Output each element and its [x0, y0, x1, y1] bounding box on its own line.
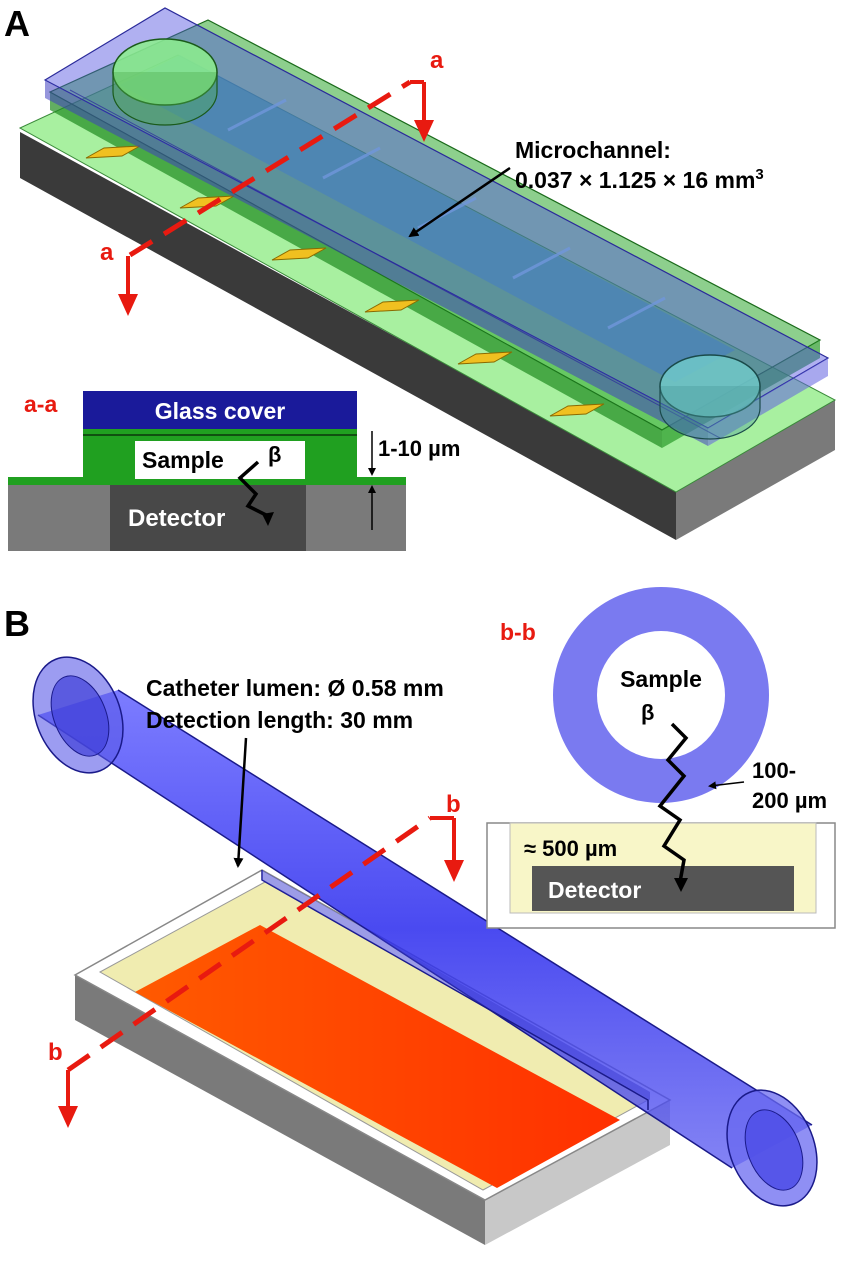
microchannel-callout-line2: 0.037 × 1.125 × 16 mm3	[515, 166, 764, 193]
inset-a-beta-path	[237, 460, 269, 518]
inset-b-beta-label: β	[641, 700, 654, 725]
inset-a-detector-label: Detector	[128, 505, 225, 532]
inset-b: b-b Detector ≈ 500 µm Sample β 100- 200 …	[486, 587, 836, 929]
tube-end-right-inner	[744, 1109, 804, 1191]
catheter-callout-line2: Detection length: 30 mm	[146, 707, 413, 733]
section-marker-b-bottom: b	[48, 1039, 63, 1066]
inset-b-detector-label: Detector	[548, 877, 641, 903]
section-marker-a-top: a	[430, 47, 444, 74]
inset-b-sample-label: Sample	[620, 666, 702, 692]
inset-a-sample-label: Sample	[142, 447, 224, 473]
inset-a-gap-label: 1-10 µm	[378, 436, 460, 461]
inset-a: a-a Glass cover Sample β Detector 1-10 µ…	[8, 391, 460, 551]
section-marker-b-top: b	[446, 791, 461, 818]
microchannel-exponent: 3	[755, 166, 763, 183]
inset-b-beta-path	[657, 722, 689, 883]
section-line-a: a a	[100, 47, 444, 316]
tube-end-left-inner	[50, 675, 110, 757]
inset-b-detector	[532, 866, 794, 911]
inset-b-wall-label-line1: 100-	[752, 758, 796, 783]
panel-a: A	[4, 3, 837, 551]
microchannel	[120, 55, 735, 382]
section-line-b: b b	[48, 791, 464, 1128]
inset-a-glass-cover	[83, 391, 357, 429]
inset-b-thickness-label: ≈ 500 µm	[524, 836, 617, 861]
panel-b-label: B	[4, 603, 30, 644]
panel-b: B Catheter lumen: Ø 0.58 mm Detection le…	[4, 587, 836, 1245]
outlet-port	[659, 354, 761, 440]
catheter-callout-line1: Catheter lumen: Ø 0.58 mm	[146, 675, 444, 701]
inset-b-lumen	[597, 631, 725, 759]
inset-a-sample	[135, 441, 305, 479]
inset-a-beta-label: β	[268, 442, 281, 467]
inset-a-green-strip	[8, 477, 406, 485]
catheter-tube	[32, 656, 818, 1207]
inlet-port	[112, 38, 218, 126]
inset-a-title: a-a	[24, 391, 57, 417]
inset-a-detector	[110, 483, 306, 551]
panel-a-label: A	[4, 3, 30, 44]
inset-b-wall-label-line2: 200 µm	[752, 788, 827, 813]
inset-b-title: b-b	[500, 619, 536, 645]
section-marker-a-bottom: a	[100, 239, 114, 266]
microchannel-pointer	[408, 166, 511, 238]
microchannel-callout-line1: Microchannel:	[515, 137, 671, 163]
inset-a-glass-label: Glass cover	[155, 398, 285, 424]
catheter-pointer	[233, 737, 248, 868]
